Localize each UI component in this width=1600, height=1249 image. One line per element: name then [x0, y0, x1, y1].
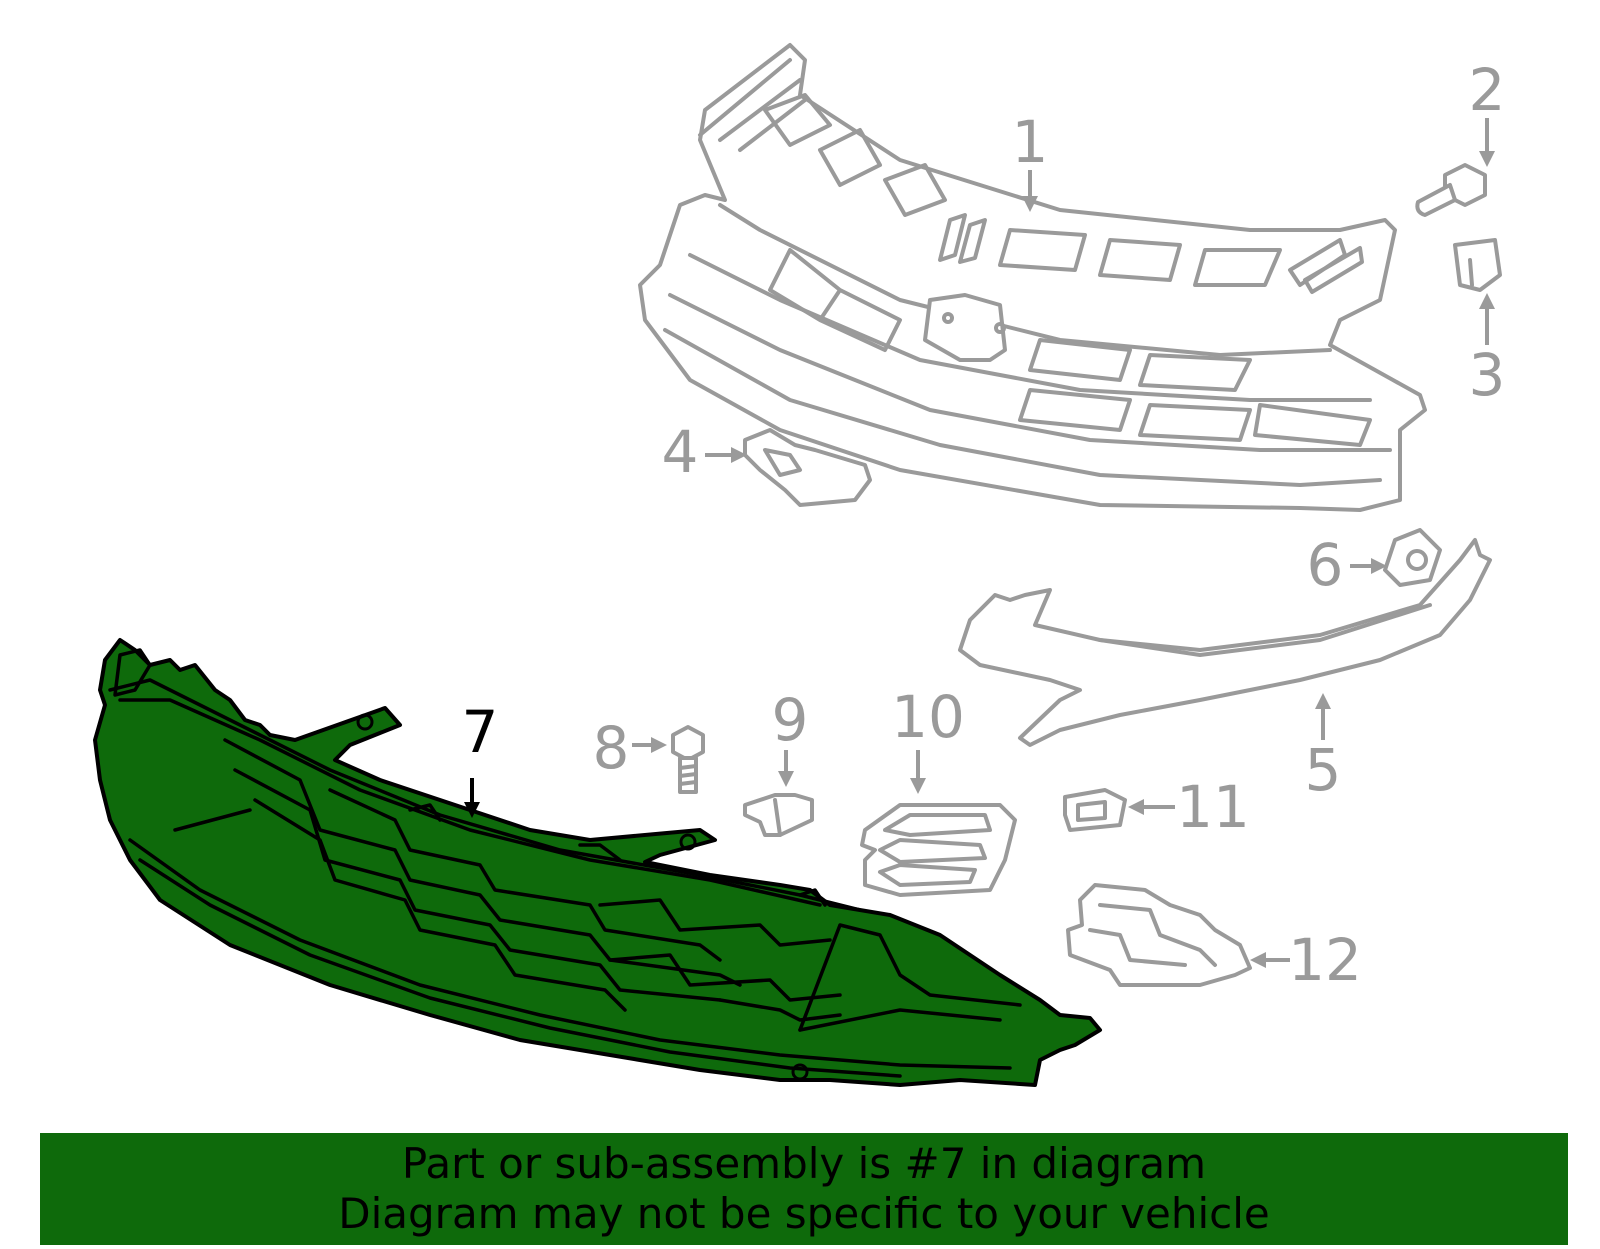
part-number-10: 10	[891, 683, 965, 751]
arrow-head-9	[778, 771, 794, 787]
part-number-2: 2	[1469, 56, 1506, 124]
part-number-8: 8	[593, 714, 630, 782]
part-4-emblem-bracket[interactable]	[743, 428, 872, 507]
info-banner: Part or sub-assembly is #7 in diagram Di…	[40, 1133, 1568, 1245]
arrow-head-11	[1128, 799, 1144, 815]
banner-line-1: Part or sub-assembly is #7 in diagram	[401, 1139, 1207, 1188]
arrow-head-4	[731, 447, 747, 463]
part-3-clip[interactable]	[1453, 238, 1502, 292]
part-1-upper-grille[interactable]	[638, 43, 1427, 512]
arrow-head-3	[1479, 293, 1495, 309]
part-2-bolt[interactable]	[1415, 163, 1487, 217]
arrow-head-1	[1022, 196, 1038, 212]
part-number-11: 11	[1176, 773, 1250, 841]
arrow-head-6	[1371, 558, 1387, 574]
part-number-12: 12	[1288, 926, 1362, 994]
part-number-3: 3	[1469, 341, 1506, 409]
part-5-trim-molding[interactable]	[958, 538, 1492, 747]
part-number-9: 9	[772, 686, 809, 754]
arrow-head-7	[464, 802, 480, 818]
part-10-bezel[interactable]	[860, 803, 1017, 897]
part-9-bracket[interactable]	[743, 793, 814, 837]
part-8-screw[interactable]	[671, 725, 705, 794]
arrow-head-5	[1315, 693, 1331, 709]
part-number-5: 5	[1305, 736, 1342, 804]
banner-line-2: Diagram may not be specific to your vehi…	[338, 1189, 1270, 1238]
part-6-nut-clip[interactable]	[1383, 528, 1442, 587]
part-7-lower-grille[interactable]	[93, 638, 1102, 1087]
arrow-head-8	[651, 737, 667, 753]
part-11-clip[interactable]	[1063, 788, 1127, 832]
arrow-head-12	[1250, 952, 1266, 968]
arrow-head-10	[910, 778, 926, 794]
part-12-bracket-assembly[interactable]	[1066, 883, 1252, 987]
arrow-head-2	[1479, 151, 1495, 167]
part-number-6: 6	[1307, 531, 1344, 599]
part-number-4: 4	[662, 418, 699, 486]
part-number-1: 1	[1012, 108, 1049, 176]
part-number-7: 7	[462, 698, 499, 766]
